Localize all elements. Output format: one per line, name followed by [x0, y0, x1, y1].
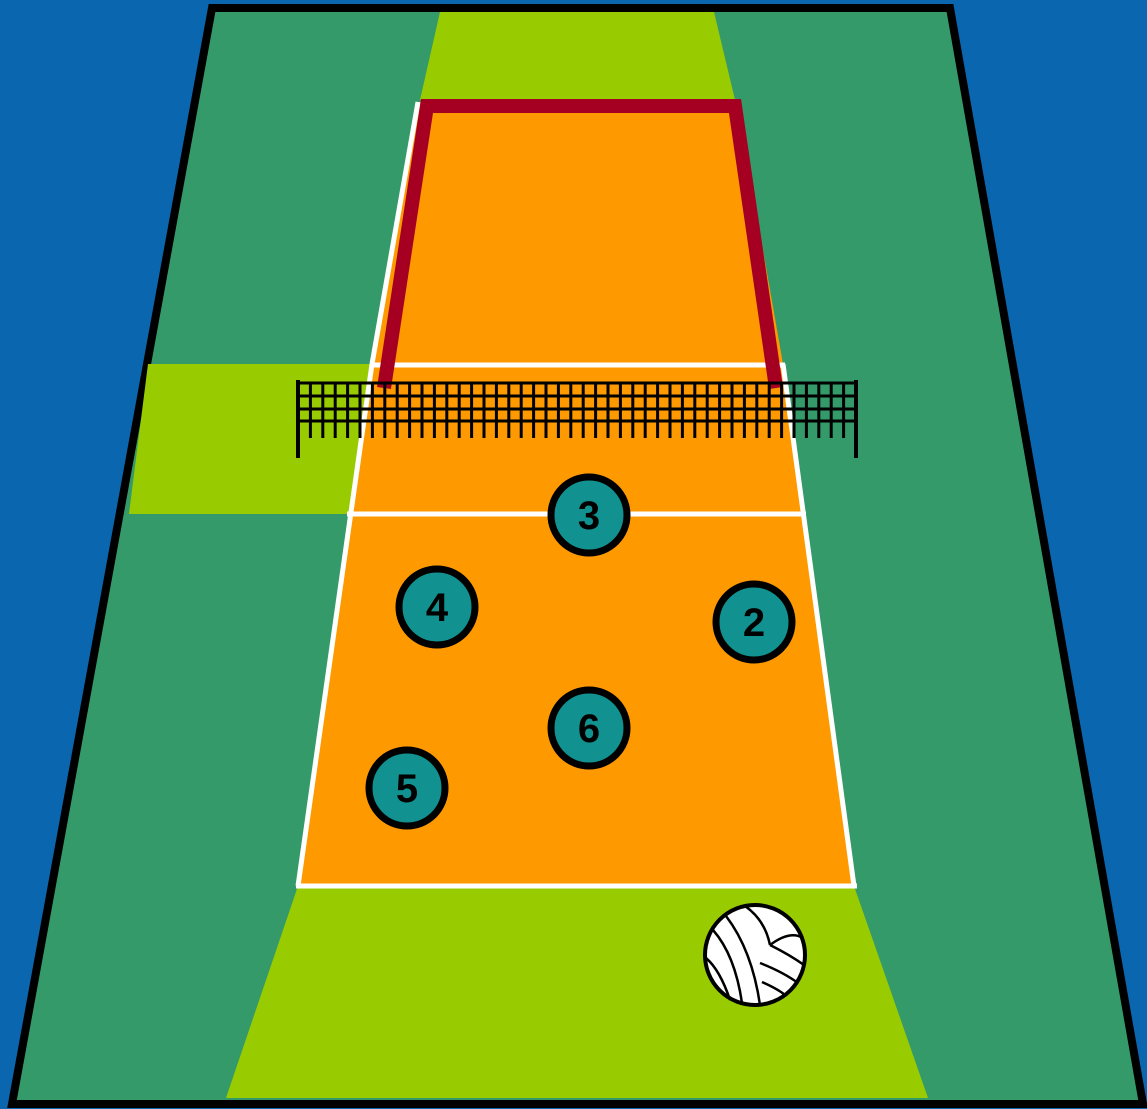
far-court-half: [372, 102, 783, 364]
player-number: 4: [426, 586, 449, 630]
player-number: 5: [396, 767, 418, 811]
far-free-zone: [420, 12, 735, 100]
player-5: 5: [369, 750, 445, 826]
player-number: 3: [578, 494, 600, 538]
volleyball-icon: [705, 905, 805, 1005]
player-number: 6: [578, 707, 600, 751]
player-number: 2: [743, 601, 765, 645]
player-2: 2: [716, 584, 792, 660]
player-6: 6: [551, 690, 627, 766]
near-free-zone: [226, 886, 928, 1098]
player-4: 4: [399, 569, 475, 645]
player-3: 3: [551, 477, 627, 553]
